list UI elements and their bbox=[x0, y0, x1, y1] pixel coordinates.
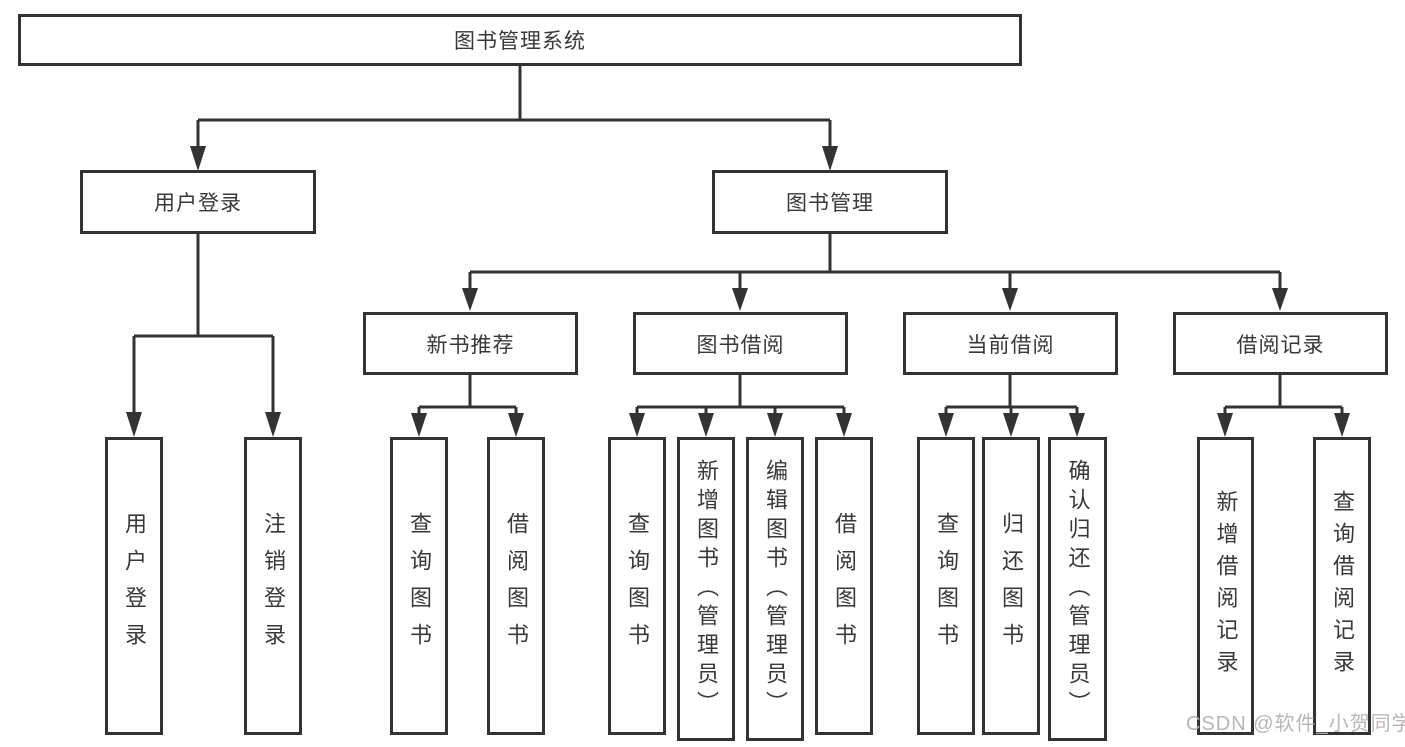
arrowhead-icon bbox=[767, 413, 783, 437]
arrowhead-icon bbox=[411, 413, 427, 437]
edge-book-borrowing-to-leaves bbox=[629, 375, 852, 437]
leaf-edit-books-admin: 编辑图书（管理员） bbox=[746, 437, 804, 741]
leaf-recommend-query-books: 查询图书 bbox=[390, 437, 448, 735]
leaf-borrow-query-books: 查询图书 bbox=[608, 437, 666, 735]
leaf-label: 新增借阅记录 bbox=[1213, 490, 1239, 682]
arrowhead-icon bbox=[822, 146, 838, 171]
arrowhead-icon bbox=[126, 412, 142, 437]
leaf-current-query-books: 查询图书 bbox=[917, 437, 975, 735]
node-label: 新书推荐 bbox=[426, 333, 515, 357]
leaf-label: 查询图书 bbox=[407, 512, 432, 660]
leaf-add-borrow-record: 新增借阅记录 bbox=[1197, 437, 1254, 735]
leaf-label: 归还图书 bbox=[999, 512, 1024, 660]
arrowhead-icon bbox=[1334, 413, 1350, 437]
node-label: 用户登录 bbox=[154, 192, 242, 215]
node-label: 借阅记录 bbox=[1236, 333, 1325, 357]
arrowhead-icon bbox=[462, 288, 478, 311]
leaf-borrow-books: 借阅图书 bbox=[815, 437, 873, 735]
arrowhead-icon bbox=[732, 288, 748, 311]
node-book-management: 图书管理 bbox=[712, 170, 948, 234]
node-new-book-recommendation: 新书推荐 bbox=[363, 312, 578, 375]
arrowhead-icon bbox=[698, 413, 714, 437]
node-borrowing-records: 借阅记录 bbox=[1173, 312, 1388, 375]
arrowhead-icon bbox=[1217, 413, 1233, 437]
arrowhead-icon bbox=[836, 413, 852, 437]
arrowhead-icon bbox=[508, 413, 524, 437]
leaf-return-books: 归还图书 bbox=[982, 437, 1040, 735]
edge-root-to-level2 bbox=[190, 66, 838, 171]
arrowhead-icon bbox=[1002, 288, 1018, 311]
leaf-label: 注销登录 bbox=[261, 512, 286, 660]
leaf-logout: 注销登录 bbox=[244, 437, 302, 735]
arrowhead-icon bbox=[265, 412, 281, 437]
leaf-label: 借阅图书 bbox=[504, 512, 529, 660]
arrowhead-icon bbox=[629, 413, 645, 437]
watermark: CSDN @软件_小贺同学 bbox=[1186, 713, 1405, 735]
arrowhead-icon bbox=[1272, 288, 1288, 311]
leaf-add-books-admin: 新增图书（管理员） bbox=[677, 437, 735, 741]
node-label: 图书管理系统 bbox=[454, 30, 586, 53]
leaf-label: 用户登录 bbox=[122, 512, 147, 660]
leaf-recommend-borrow-books: 借阅图书 bbox=[487, 437, 545, 735]
arrowhead-icon bbox=[1069, 413, 1085, 437]
node-book-borrowing: 图书借阅 bbox=[633, 312, 848, 375]
leaf-user-login: 用户登录 bbox=[105, 437, 163, 735]
leaf-label: 确认归还（管理员） bbox=[1065, 458, 1091, 720]
edge-user-login-to-leaves bbox=[126, 234, 281, 437]
arrowhead-icon bbox=[190, 146, 206, 171]
edge-borrowing-records-to-leaves bbox=[1217, 375, 1350, 437]
arrowhead-icon bbox=[1003, 413, 1019, 437]
edge-current-borrowing-to-leaves bbox=[938, 375, 1085, 437]
leaf-label: 查询借阅记录 bbox=[1330, 490, 1355, 682]
arrowhead-icon bbox=[938, 413, 954, 437]
edge-new-book-recommendation-to-leaves bbox=[411, 375, 524, 437]
node-current-borrowing: 当前借阅 bbox=[903, 312, 1118, 375]
leaf-query-borrow-record: 查询借阅记录 bbox=[1313, 437, 1371, 735]
leaf-confirm-return-admin: 确认归还（管理员） bbox=[1048, 437, 1107, 741]
leaf-label: 查询图书 bbox=[625, 512, 650, 660]
leaf-label: 查询图书 bbox=[934, 512, 959, 660]
node-label: 当前借阅 bbox=[966, 333, 1055, 357]
leaf-label: 借阅图书 bbox=[832, 512, 857, 660]
leaf-label: 新增图书（管理员） bbox=[694, 458, 719, 720]
node-book-management-system: 图书管理系统 bbox=[18, 14, 1022, 66]
edge-book-management-to-level3 bbox=[462, 234, 1288, 311]
node-user-login: 用户登录 bbox=[80, 170, 316, 234]
node-label: 图书借阅 bbox=[696, 333, 785, 357]
leaf-label: 编辑图书（管理员） bbox=[763, 458, 788, 720]
node-label: 图书管理 bbox=[786, 192, 874, 215]
